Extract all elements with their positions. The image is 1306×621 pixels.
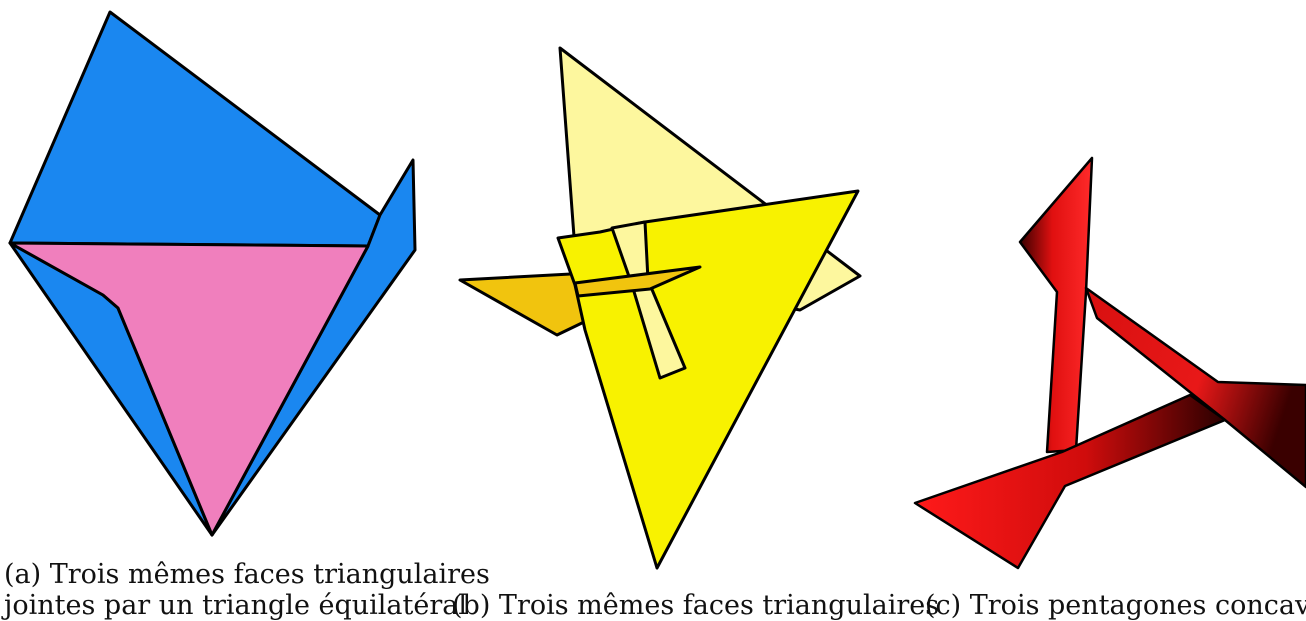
caption-a-line-2: jointes par un triangle équilatéral [4, 590, 467, 621]
figure-b-polyhedron [458, 46, 862, 570]
caption-a: (a) Trois mêmes faces triangulaires join… [4, 559, 490, 621]
red-pentagon-lower [913, 393, 1227, 570]
red-pentagon-right [1084, 286, 1306, 489]
figure-a-polyhedron [8, 10, 417, 537]
orange-sliver [573, 265, 702, 298]
caption-c: (c) Trois pentagones concaves [925, 590, 1306, 621]
pink-equilateral-triangle [8, 241, 370, 537]
caption-a-line-1: (a) Trois mêmes faces triangulaires [4, 559, 490, 590]
yellow-triangle [556, 189, 860, 570]
blue-face-top [8, 10, 382, 248]
red-pentagon-upper [1018, 156, 1094, 454]
figure-c-polyhedron [913, 156, 1306, 570]
caption-b: (b) Trois mêmes faces triangulaires [452, 590, 940, 621]
